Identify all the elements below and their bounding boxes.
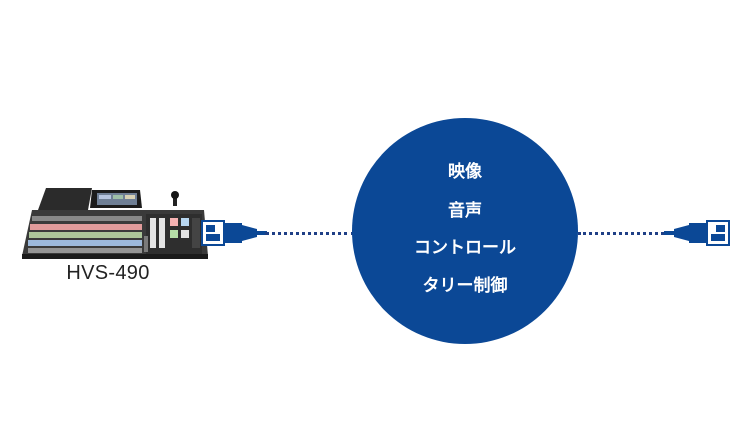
signal-audio: 音声	[448, 201, 482, 221]
ethernet-plug-right-icon	[664, 220, 730, 246]
connection-line-right	[578, 232, 670, 235]
device-label: HVS-490	[66, 262, 150, 284]
connection-line-left	[265, 232, 355, 235]
signal-video: 映像	[448, 162, 482, 182]
signal-tally: タリー制御	[422, 276, 508, 296]
hvs-490-console-icon	[22, 188, 208, 259]
connection-circle: 映像 音声 コントロール タリー制御	[352, 118, 578, 344]
ethernet-plug-left-icon	[201, 220, 267, 246]
signal-control: コントロール	[414, 238, 516, 258]
